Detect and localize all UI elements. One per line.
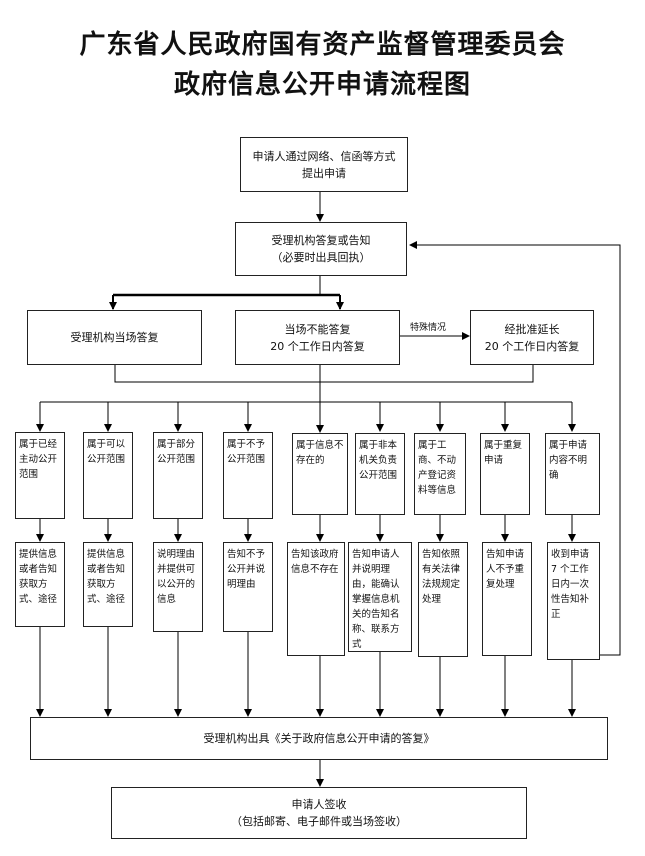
- action-box: 告知该政府信息不存在: [287, 542, 345, 656]
- category-box: 属于申请内容不明确: [545, 433, 600, 515]
- special-case-label: 特殊情况: [410, 323, 447, 333]
- action-box: 告知不予公开并说明理由: [223, 542, 273, 632]
- category-box: 属于信息不存在的: [292, 433, 348, 515]
- category-box: 属于部分公开范围: [153, 432, 203, 519]
- category-box: 属于可以公开范围: [83, 432, 133, 519]
- box-reply-on-spot: 受理机构当场答复: [27, 310, 202, 365]
- action-box: 告知申请人不予重复处理: [482, 542, 532, 656]
- box-accept-reply: 受理机构答复或告知 （必要时出具回执）: [235, 222, 407, 276]
- action-box: 提供信息或者告知获取方式、途径: [83, 542, 133, 627]
- box-issue-reply-document: 受理机构出具《关于政府信息公开申请的答复》: [30, 717, 608, 760]
- category-box: 属于已经主动公开范围: [15, 432, 65, 519]
- page-title: 广东省人民政府国有资产监督管理委员会: [79, 30, 566, 60]
- action-box: 告知依照有关法律法规规定处理: [418, 542, 468, 657]
- action-box: 提供信息或者告知获取方式、途径: [15, 542, 65, 627]
- category-box: 属于不予公开范围: [223, 432, 273, 519]
- page-subtitle: 政府信息公开申请流程图: [173, 70, 471, 100]
- category-box: 属于工商、不动产登记资料等信息: [414, 433, 466, 515]
- action-box: 收到申请 7 个工作日内一次性告知补正: [547, 542, 600, 660]
- box-approved-extension: 经批准延长 20 个工作日内答复: [470, 310, 594, 365]
- action-box: 说明理由并提供可以公开的信息: [153, 542, 203, 632]
- box-submit-application: 申请人通过网络、信函等方式 提出申请: [240, 137, 408, 192]
- arrow-correction-loop: [409, 241, 621, 656]
- category-box: 属于非本机关负责公开范围: [355, 433, 405, 515]
- box-applicant-signs: 申请人签收 （包括邮寄、电子邮件或当场签收）: [111, 787, 527, 839]
- action-box: 告知申请人并说明理由，能确认掌握信息机关的告知名称、联系方式: [348, 542, 412, 652]
- box-cannot-reply-on-spot: 当场不能答复 20 个工作日内答复: [235, 310, 400, 365]
- category-box: 属于重复申请: [480, 433, 530, 515]
- connector-merge: [114, 365, 534, 383]
